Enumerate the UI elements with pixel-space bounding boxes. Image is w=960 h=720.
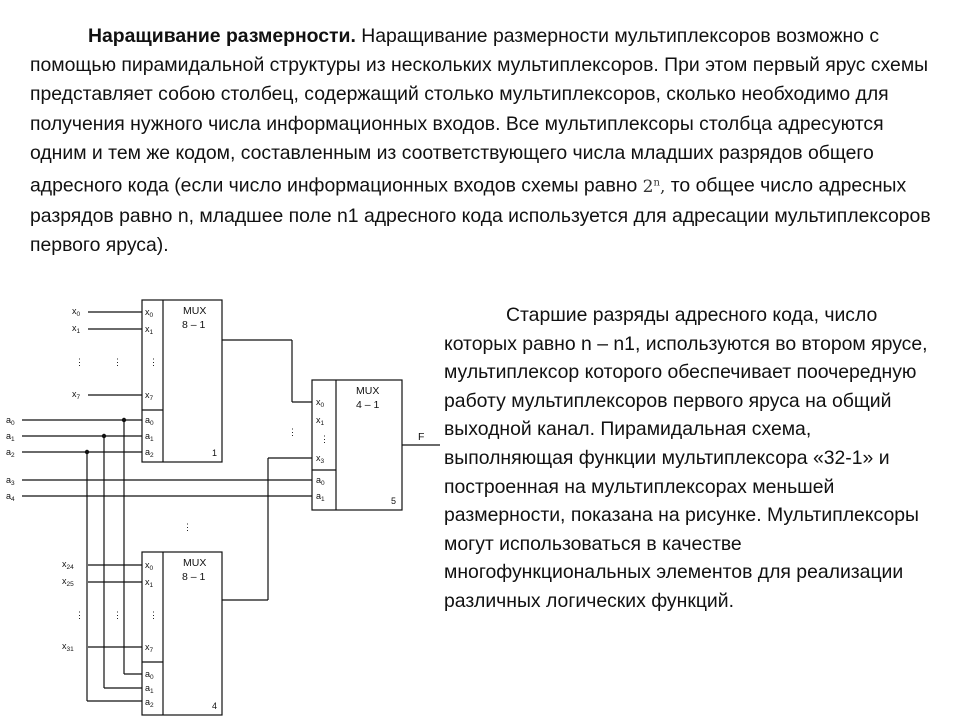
- input-x0: x0: [72, 306, 81, 318]
- mux-1-in-x0: x0: [145, 307, 154, 319]
- mux-1-number: 1: [212, 448, 217, 458]
- mux-1-in-x7: x7: [145, 390, 154, 402]
- formula-punct: ,: [659, 176, 666, 197]
- mux-1-addr-a2: a2: [145, 447, 154, 459]
- input-a3: a3: [6, 475, 15, 487]
- mux-5-number: 5: [391, 496, 396, 506]
- mux-4-in-x1: x1: [145, 577, 154, 589]
- intro-text-after-formula: то общее число адресных разрядов равно n…: [30, 174, 931, 257]
- mux-1-in-dots: ⋮: [149, 357, 158, 367]
- mux-4: MUX 8 – 1 4 x0 x1 ⋮ x7 a0 a1 a2: [145, 557, 217, 711]
- side-paragraph: Старшие разряды адресного кода, число ко…: [444, 304, 928, 612]
- junction-dots: [84, 417, 127, 455]
- mux-5-in-x3: x3: [316, 453, 325, 465]
- input-top-dots-2: ⋮: [113, 357, 122, 367]
- left-inputs: x0 x1 ⋮ ⋮ x7 a0 a1 a2 a3 a4 ⋮ x24 x25 ⋮ …: [6, 306, 297, 653]
- input-x1: x1: [72, 323, 81, 335]
- mux-1-addr-a0: a0: [145, 415, 154, 427]
- mux-1: MUX 8 – 1 1 x0 x1 ⋮ x7 a0 a1 a2: [145, 305, 217, 459]
- input-a4: a4: [6, 491, 15, 503]
- output-f: F: [418, 431, 424, 443]
- input-x25: x25: [62, 576, 74, 588]
- input-x24: x24: [62, 559, 74, 571]
- input-x7: x7: [72, 389, 81, 401]
- input-x31: x31: [62, 641, 74, 653]
- input-top-dots: ⋮: [75, 357, 84, 367]
- column-dots: ⋮: [183, 522, 192, 532]
- mux-4-in-x0: x0: [145, 560, 154, 572]
- mux-4-number: 4: [212, 701, 217, 711]
- mux-5: MUX 4 – 1 5 x0 x1 ⋮ x3 a0 a1: [316, 385, 396, 506]
- mux-5-in-dots: ⋮: [320, 434, 329, 444]
- mux-1-name: MUX: [183, 305, 206, 317]
- formula-base: 2: [642, 176, 654, 197]
- mux-4-in-dots: ⋮: [149, 610, 158, 620]
- mux-1-ratio: 8 – 1: [182, 319, 206, 331]
- mux-5-in-x0: x0: [316, 397, 325, 409]
- mux-5-ratio: 4 – 1: [356, 399, 380, 411]
- tier2-dots: ⋮: [288, 427, 297, 437]
- intro-heading: Наращивание размерности.: [88, 25, 356, 47]
- mux-5-addr-a1: a1: [316, 491, 325, 503]
- mux-5-in-x1: x1: [316, 415, 325, 427]
- formula-exponent: n: [653, 177, 660, 189]
- input-a1: a1: [6, 431, 15, 443]
- mux-4-addr-a2: a2: [145, 697, 154, 709]
- multiplexer-pyramid-diagram: MUX 8 – 1 1 x0 x1 ⋮ x7 a0 a1 a2 MUX 8 – …: [6, 299, 440, 716]
- mux-4-addr-a1: a1: [145, 683, 154, 695]
- mux-5-addr-a0: a0: [316, 475, 325, 487]
- mux-4-in-x7: x7: [145, 642, 154, 654]
- input-bottom-dots: ⋮: [75, 610, 84, 620]
- intro-paragraph: Наращивание размерности. Наращивание раз…: [30, 22, 945, 260]
- input-a0: a0: [6, 415, 15, 427]
- mux-4-addr-a0: a0: [145, 669, 154, 681]
- mux-1-addr-a1: a1: [145, 431, 154, 443]
- input-bottom-dots-2: ⋮: [113, 610, 122, 620]
- diagram-lines: [22, 299, 440, 716]
- mux-5-name: MUX: [356, 385, 379, 397]
- input-a2: a2: [6, 447, 15, 459]
- mux-4-name: MUX: [183, 557, 206, 569]
- mux-4-ratio: 8 – 1: [182, 571, 206, 583]
- mux-4-outline: [141, 551, 223, 716]
- power-formula: 2n,: [643, 177, 666, 197]
- mux-1-in-x1: x1: [145, 324, 154, 336]
- mux-1-outline: [141, 299, 223, 463]
- intro-text-before-formula: Наращивание размерности мультиплексоров …: [30, 25, 929, 197]
